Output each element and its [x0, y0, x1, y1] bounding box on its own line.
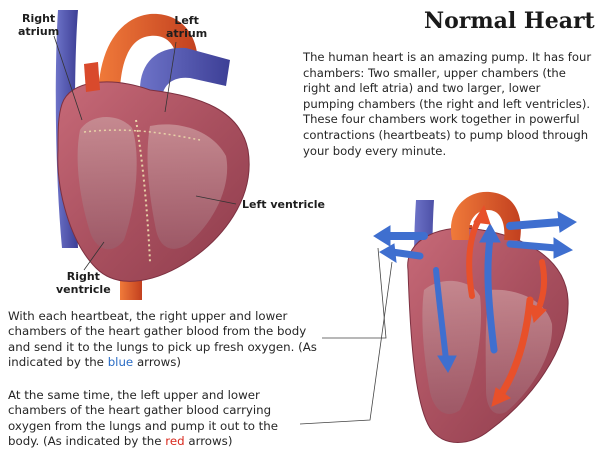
label-left-ventricle: Left ventricle	[242, 198, 326, 211]
intro-paragraph: The human heart is an amazing pump. It h…	[303, 50, 592, 158]
blue-paragraph-tail: arrows)	[133, 355, 182, 370]
label-right-ventricle: Right ventricle	[56, 270, 111, 296]
valve-line	[83, 129, 201, 141]
heart-blood-flow-illustration	[373, 191, 577, 443]
label-right-ventricle-line1: Right	[66, 270, 100, 283]
label-right-ventricle-line2: ventricle	[56, 283, 111, 296]
label-left-atrium-line1: Left	[174, 14, 199, 27]
red-arrows	[466, 204, 548, 407]
text-leaders	[299, 247, 393, 425]
blue-arrow-paragraph: With each heartbeat, the right upper and…	[8, 309, 330, 371]
label-right-atrium-line1: Right	[21, 12, 56, 25]
label-right-atrium-line2: atrium	[18, 25, 60, 38]
right-chambers	[77, 116, 137, 250]
label-left-atrium-line2: atrium	[166, 27, 208, 40]
label-right-atrium: Right atrium	[18, 12, 59, 38]
blue-arrows	[373, 211, 577, 374]
flow-right-chambers	[422, 280, 482, 414]
heart-cross-section-illustration	[55, 10, 250, 300]
flow-aortic-arch	[450, 191, 521, 240]
left-chambers	[147, 124, 228, 249]
pulmonary-artery	[140, 47, 230, 100]
blue-paragraph-text: With each heartbeat, the right upper and…	[8, 309, 317, 370]
aortic-arch	[97, 13, 199, 110]
red-highlight: red	[165, 434, 185, 449]
label-leaders	[53, 35, 237, 271]
blue-highlight: blue	[107, 355, 134, 370]
small-artery	[84, 62, 100, 92]
red-paragraph-text: At the same time, the left upper and low…	[8, 388, 279, 449]
red-arrow-paragraph: At the same time, the left upper and low…	[8, 388, 308, 450]
page-title: Normal Heart	[424, 8, 595, 34]
red-paragraph-tail: arrows)	[184, 434, 233, 449]
septum	[135, 119, 151, 263]
label-left-atrium: Left atrium	[166, 14, 207, 40]
